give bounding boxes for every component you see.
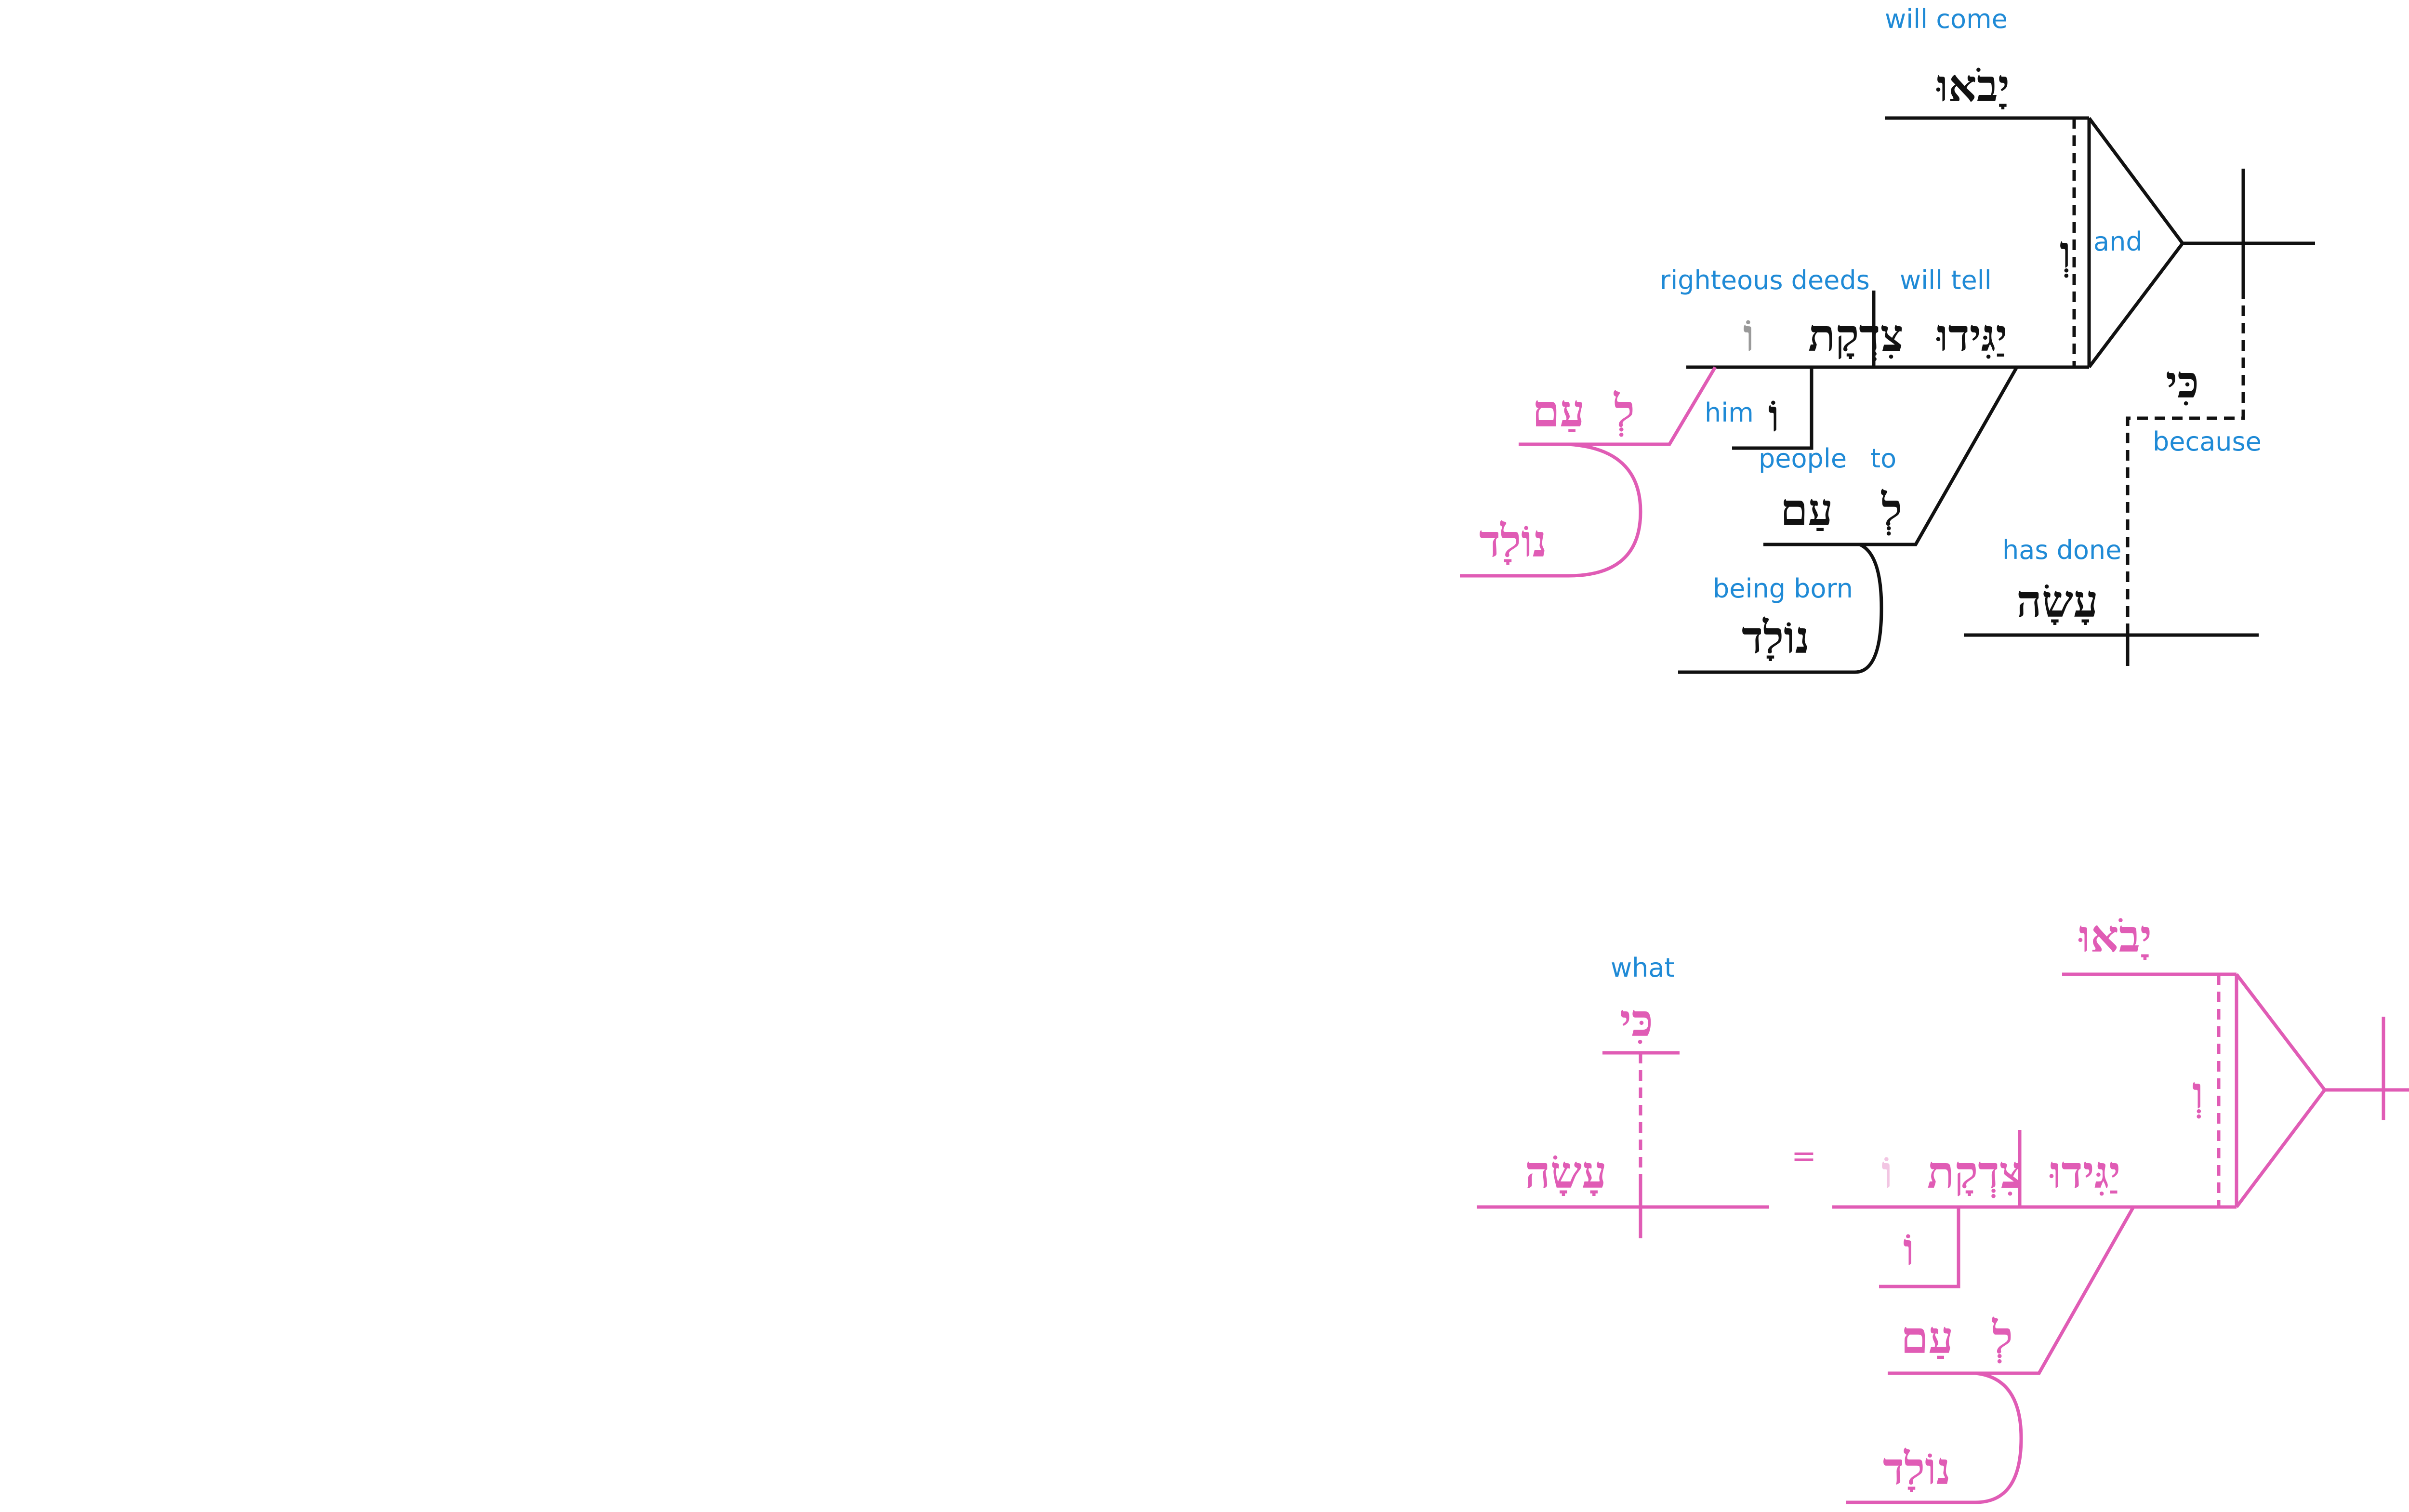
pink-compound-connector bbox=[2235, 973, 2327, 1208]
pink-hebrew-will-tell: יַגִּידוּ bbox=[2049, 1146, 2120, 1198]
pink-pronoun-line bbox=[1879, 1207, 1960, 1288]
gloss-being-born: being born bbox=[1713, 573, 1853, 604]
equals-sign: = bbox=[1791, 1138, 1816, 1173]
gloss-him: him bbox=[1705, 398, 1754, 428]
gloss-will-tell: will tell bbox=[1900, 265, 1992, 295]
because-connector bbox=[2126, 288, 2245, 634]
hebrew-deeds-suffix: וֹ bbox=[1743, 309, 1755, 361]
gloss-and: and bbox=[2093, 226, 2143, 257]
pink-born-line bbox=[1846, 1371, 2023, 1504]
hebrew-side-people: עַם bbox=[1532, 385, 1585, 437]
gloss-will-come: will come bbox=[1885, 4, 2008, 34]
pink-hebrew-has-done: עָשָׂה bbox=[1525, 1146, 1607, 1198]
gloss-people: people bbox=[1759, 443, 1847, 474]
top-diagram: יָבֹאוּ וְ יַגִּידוּ צִדְקָת וֹ וֹ לְ עַ… bbox=[1460, 4, 2315, 674]
prep-to-line bbox=[1763, 366, 2019, 546]
pronoun-him-line bbox=[1732, 367, 1813, 450]
hebrew-will-come: יָבֹאוּ bbox=[1936, 60, 2010, 112]
pink-hebrew-people: עַם bbox=[1901, 1312, 1953, 1364]
gloss-has-done: has done bbox=[2002, 535, 2121, 565]
pink-hebrew-righteous-deeds: צִדְקָת bbox=[1927, 1146, 2023, 1198]
pink-hebrew-and: וְ bbox=[2192, 1067, 2204, 1119]
hebrew-people: עַם bbox=[1780, 484, 1833, 536]
bottom-diagram: = כִּי עָשָׂה יָבֹאוּ וְ יַגִּידוּ צִדְק… bbox=[1477, 910, 2409, 1504]
hebrew-has-done: עָשָׂה bbox=[2016, 575, 2098, 627]
hebrew-to: לְ bbox=[1881, 484, 1902, 536]
gloss-because: because bbox=[2153, 426, 2262, 457]
hebrew-righteous-deeds: צִדְקָת bbox=[1808, 309, 1904, 361]
gloss-to: to bbox=[1870, 443, 1896, 474]
pink-hebrew-being-born: נוֹלָד bbox=[1883, 1443, 1951, 1495]
pink-hebrew-to: לְ bbox=[1992, 1312, 2013, 1364]
pink-hebrew-will-come: יָבֹאוּ bbox=[2078, 910, 2152, 962]
hebrew-side-to: לְ bbox=[1614, 385, 1635, 437]
gloss-what: what bbox=[1611, 953, 1675, 983]
hebrew-him: וֹ bbox=[1768, 390, 1780, 442]
hebrew-being-born: נוֹלָד bbox=[1742, 611, 1810, 663]
gloss-righteous-deeds: righteous deeds bbox=[1660, 265, 1870, 295]
hebrew-side-born: נוֹלָד bbox=[1479, 515, 1547, 567]
hebrew-and: וְ bbox=[2060, 226, 2071, 278]
pink-hebrew-deeds-suffix: וֹ bbox=[1881, 1146, 1893, 1198]
being-born-line bbox=[1678, 543, 1883, 674]
side-born-line bbox=[1460, 442, 1642, 578]
pink-prep-line bbox=[1888, 1206, 2135, 1375]
pink-hebrew-him: וֹ bbox=[1903, 1223, 1915, 1275]
hebrew-because: כִּי bbox=[2166, 356, 2199, 408]
hebrew-will-tell: יַגִּידוּ bbox=[1936, 309, 2007, 361]
pink-hebrew-what: כִּי bbox=[1620, 995, 1653, 1047]
